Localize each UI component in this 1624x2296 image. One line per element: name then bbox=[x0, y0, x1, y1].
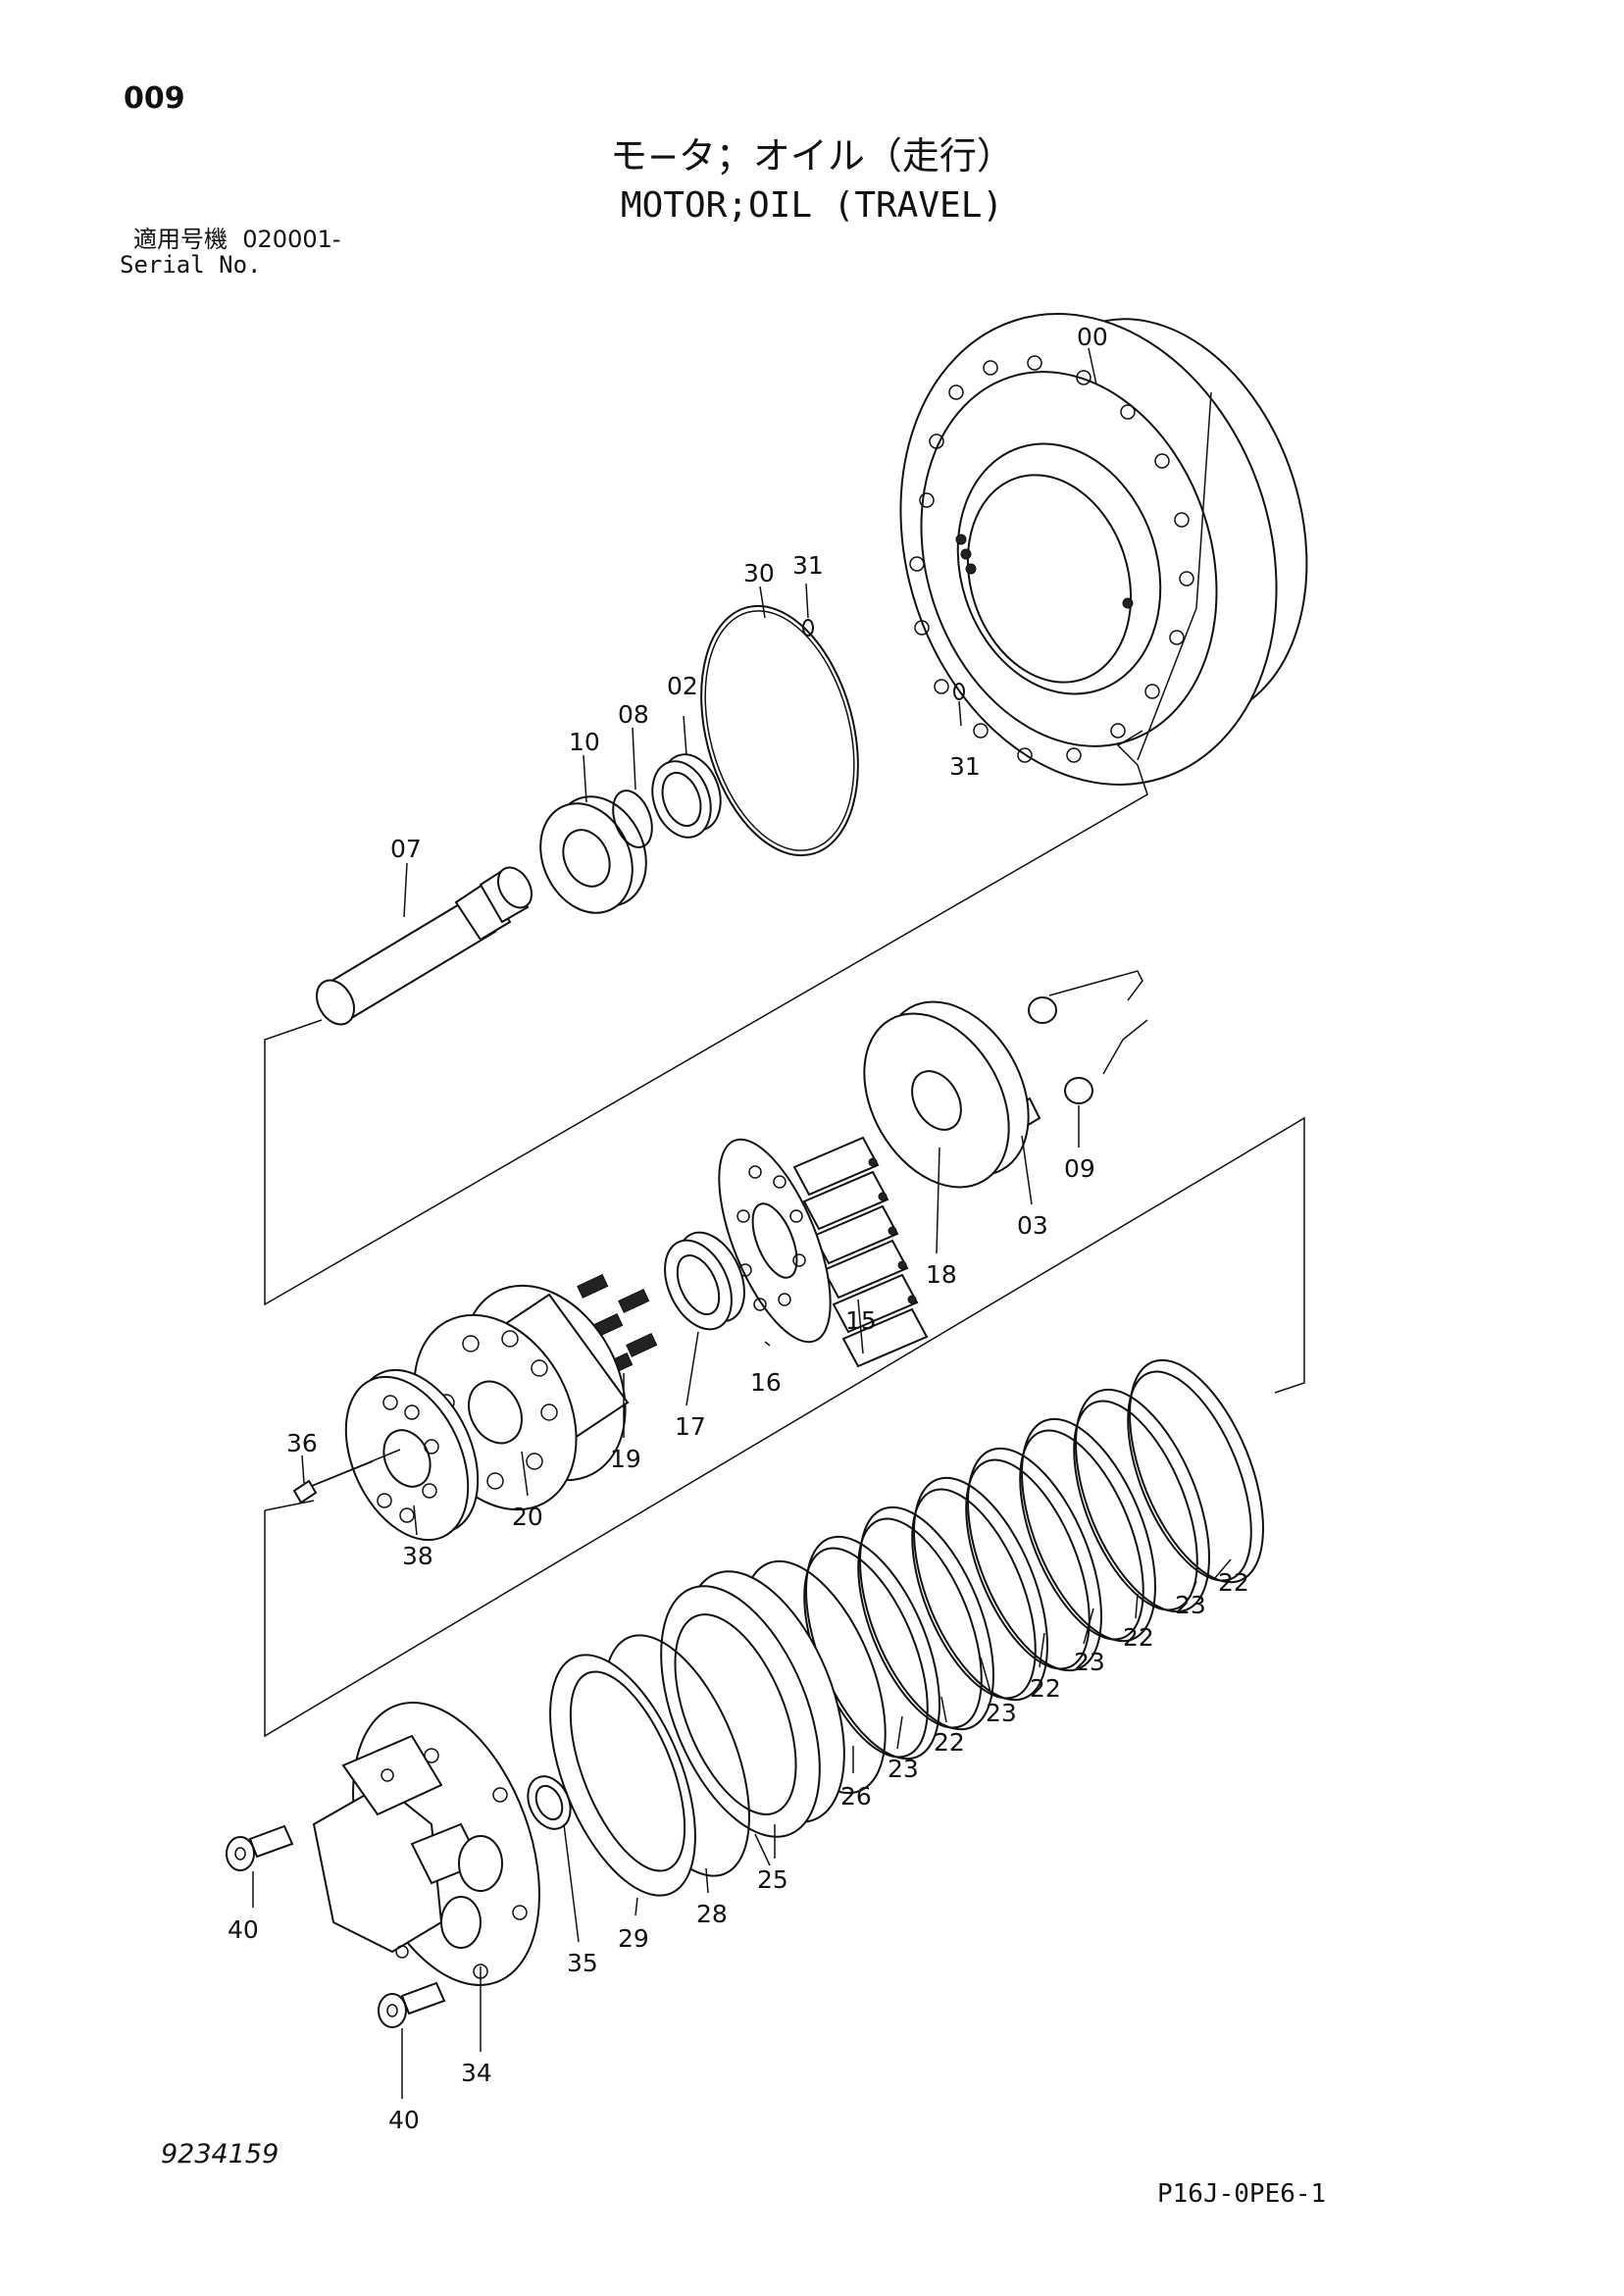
part-seal-02 bbox=[651, 753, 722, 839]
sheet-code: P16J-0PE6-1 bbox=[1157, 2179, 1327, 2209]
leader-36 bbox=[311, 1449, 401, 1487]
callout-03: 03 bbox=[1017, 1211, 1048, 1240]
callout-25: 25 bbox=[757, 1865, 788, 1894]
part-valve-cover-34 bbox=[312, 1702, 540, 1986]
callout-09: 09 bbox=[1064, 1154, 1095, 1183]
callout-23b: 23 bbox=[1074, 1648, 1105, 1676]
callout-17: 17 bbox=[675, 1412, 706, 1441]
callout-40a: 40 bbox=[228, 1915, 259, 1944]
part-snap-ring-08 bbox=[612, 790, 653, 848]
callout-15: 15 bbox=[845, 1306, 877, 1335]
callout-00: 00 bbox=[1077, 323, 1108, 351]
part-retainer-plate-16 bbox=[718, 1138, 832, 1344]
callout-34: 34 bbox=[461, 2059, 492, 2087]
part-pistons-15 bbox=[792, 1136, 929, 1368]
callout-31b: 31 bbox=[949, 752, 981, 781]
callout-02: 02 bbox=[667, 672, 698, 700]
callout-26: 26 bbox=[840, 1782, 872, 1811]
callout-23a: 23 bbox=[1175, 1591, 1206, 1619]
callout-30: 30 bbox=[743, 559, 775, 587]
serial-label-japanese: 適用号機 020001- bbox=[133, 228, 341, 251]
callout-20: 20 bbox=[512, 1503, 543, 1531]
part-hub-housing bbox=[899, 313, 1308, 786]
callout-10: 10 bbox=[569, 728, 600, 756]
part-bearing-10 bbox=[539, 795, 647, 914]
callout-29: 29 bbox=[618, 1924, 649, 1953]
serial-label-english: Serial No. bbox=[120, 251, 262, 279]
part-bolt-40a bbox=[226, 1824, 294, 1871]
part-o-ring-30 bbox=[700, 604, 859, 857]
part-pin-36 bbox=[292, 1479, 318, 1505]
callout-19: 19 bbox=[610, 1445, 641, 1473]
callout-18: 18 bbox=[926, 1260, 957, 1289]
part-callouts: 00 31 30 31 08 02 10 07 03 09 18 15 16 1… bbox=[228, 323, 1249, 2134]
title-english: MOTOR;OIL (TRAVEL) bbox=[620, 185, 1004, 226]
callout-35: 35 bbox=[567, 1949, 598, 1977]
title-japanese: モ−タ；オイル（走行） bbox=[610, 134, 1014, 178]
part-needle-bearing-35 bbox=[527, 1775, 572, 1830]
callout-22c: 22 bbox=[1030, 1674, 1061, 1703]
part-shaft-07 bbox=[316, 866, 533, 1026]
callout-22b: 22 bbox=[1123, 1623, 1154, 1652]
callout-23c: 23 bbox=[986, 1699, 1017, 1727]
callout-22d: 22 bbox=[934, 1728, 965, 1757]
part-bolt-40b bbox=[378, 1981, 446, 2028]
part-o-ring-31b bbox=[953, 683, 965, 700]
callout-40b: 40 bbox=[388, 2106, 420, 2134]
callout-38: 38 bbox=[402, 1542, 433, 1570]
part-valve-plate-38 bbox=[344, 1368, 480, 1542]
part-brake-piston-25 bbox=[660, 1570, 845, 1838]
part-o-ring-31a bbox=[802, 619, 814, 637]
part-o-ring-30-inner bbox=[704, 610, 855, 851]
page-number: 009 bbox=[124, 81, 185, 116]
callout-31a: 31 bbox=[792, 551, 824, 580]
assembly-guide-lines bbox=[264, 391, 1305, 1738]
serial-label-ja-text: 適用号機 bbox=[133, 226, 228, 253]
leader-lines bbox=[252, 347, 1232, 2099]
callout-07: 07 bbox=[390, 835, 422, 863]
callout-22a: 22 bbox=[1218, 1568, 1249, 1597]
callout-28: 28 bbox=[696, 1900, 728, 1928]
part-ball-guide-17 bbox=[664, 1231, 745, 1331]
part-swash-plate-18 bbox=[863, 1000, 1030, 1189]
callout-36: 36 bbox=[286, 1429, 318, 1457]
callout-23d: 23 bbox=[888, 1755, 919, 1783]
drawing-number: 9234159 bbox=[161, 2139, 279, 2169]
part-brake-plates bbox=[803, 1358, 1264, 1760]
callout-08: 08 bbox=[618, 700, 649, 729]
part-plug-09 bbox=[1028, 996, 1093, 1104]
callout-16: 16 bbox=[750, 1368, 782, 1397]
serial-value: 020001- bbox=[242, 226, 341, 253]
